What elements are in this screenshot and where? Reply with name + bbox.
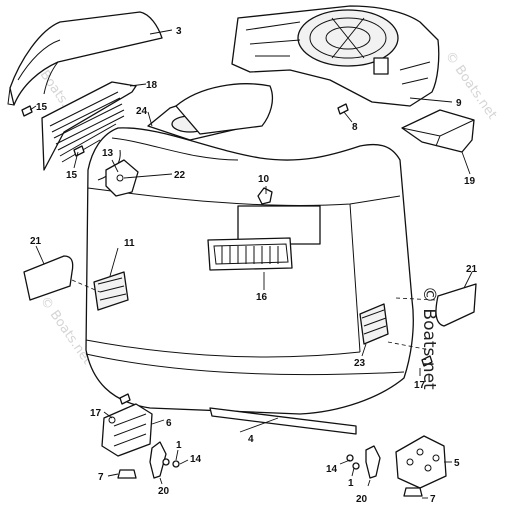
callout-20-left: 20	[158, 486, 170, 497]
callout-3: 3	[176, 26, 182, 37]
part-16-front-grille	[207, 237, 293, 271]
part-20-clip-right	[365, 445, 381, 479]
callout-1-right: 1	[348, 478, 354, 489]
callout-17-right: 17	[414, 380, 426, 391]
callout-15-bottom: 15	[66, 170, 78, 181]
callout-15-top: 15	[36, 102, 48, 113]
part-18-grille	[41, 81, 137, 171]
callout-21-right: 21	[466, 264, 478, 275]
callout-5: 5	[454, 458, 460, 469]
fasteners	[21, 103, 433, 497]
part-9-intake-housing	[231, 5, 440, 107]
part-21-pad-left	[23, 255, 101, 301]
part-main-cowl	[85, 83, 414, 415]
callout-13: 13	[102, 148, 114, 159]
callout-7-right: 7	[430, 494, 436, 505]
callout-6: 6	[166, 418, 172, 429]
callout-9: 9	[456, 98, 462, 109]
part-4-seal-strip	[209, 407, 357, 435]
callout-4: 4	[248, 434, 254, 445]
callout-23: 23	[354, 358, 366, 369]
part-6-latch-left	[101, 403, 153, 457]
callout-7-left: 7	[98, 472, 104, 483]
callout-20-right: 20	[356, 494, 368, 505]
callout-17-left: 17	[90, 408, 102, 419]
leader-lines	[29, 29, 473, 499]
part-19-bracket	[401, 109, 475, 153]
callout-22: 22	[174, 170, 186, 181]
part-20-clip-left	[149, 441, 167, 479]
part-21-pad-right	[387, 283, 477, 351]
part-13-side-latch	[105, 159, 139, 197]
callout-19: 19	[464, 176, 476, 187]
callout-14-left: 14	[190, 454, 202, 465]
callout-24: 24	[136, 106, 148, 117]
callout-21-left: 21	[30, 236, 42, 247]
callout-10: 10	[258, 174, 270, 185]
watermark-brand: © Boats.net	[419, 286, 439, 390]
part-3-top-cover	[7, 11, 163, 106]
part-5-latch-right	[395, 435, 447, 489]
callout-14-right: 14	[326, 464, 338, 475]
callout-16: 16	[256, 292, 268, 303]
part-23-right-decal	[359, 303, 389, 345]
callout-1-left: 1	[176, 440, 182, 451]
callout-18: 18	[146, 80, 158, 91]
callout-8: 8	[352, 122, 358, 133]
callout-11: 11	[124, 238, 135, 249]
watermark-faint-2: © Boats.net	[442, 49, 500, 123]
part-11-left-decal	[93, 271, 129, 311]
